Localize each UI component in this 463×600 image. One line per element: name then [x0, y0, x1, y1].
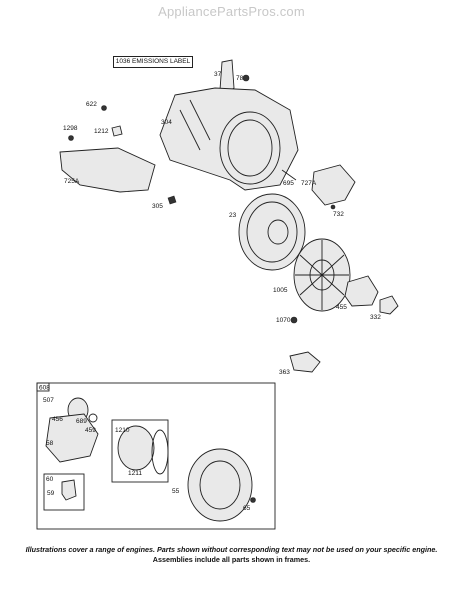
part-label-363: 363	[279, 369, 290, 376]
pulley-1210-part	[117, 425, 155, 471]
part-label-727a: 727A	[301, 180, 317, 187]
cup-455-part	[344, 275, 379, 307]
guard-727a-part	[311, 164, 356, 206]
part-label-58: 58	[46, 440, 54, 447]
starter-cup-58-part	[45, 413, 99, 463]
part-label-695: 695	[283, 180, 294, 187]
frame-608-tab	[36, 382, 50, 392]
spring-689-part	[88, 413, 98, 423]
part-label-55: 55	[172, 488, 180, 495]
emissions-label-box: 1036 EMISSIONS LABEL	[113, 56, 193, 68]
spring-1211-part	[151, 429, 169, 475]
screw-622-part	[101, 105, 107, 111]
part-label-732: 732	[333, 211, 344, 218]
part-label-59: 59	[47, 490, 55, 497]
fan-part	[293, 238, 351, 312]
watermark: AppliancePartsPros.com	[158, 4, 305, 19]
part-label-304: 304	[161, 119, 172, 126]
clip-1212-part	[111, 125, 123, 137]
blower-housing-part	[159, 87, 299, 191]
part-label-1210: 1210	[115, 427, 130, 434]
part-label-1212: 1212	[94, 128, 109, 135]
nut-332-part	[379, 295, 399, 315]
frame-label-60: 60	[46, 476, 54, 483]
part-label-65: 65	[243, 505, 251, 512]
frame-label-608: 608	[39, 385, 50, 392]
screw-695-part	[281, 169, 297, 181]
part-label-78: 78	[236, 75, 244, 82]
screw-65-part	[250, 497, 256, 503]
part-label-37: 37	[214, 71, 222, 78]
part-label-1298: 1298	[63, 125, 78, 132]
screw-1070-part	[290, 316, 298, 324]
part-label-725a: 725A	[64, 178, 80, 185]
part-label-1211: 1211	[128, 470, 142, 477]
frame-60	[43, 473, 85, 511]
handle-59-part	[61, 479, 77, 501]
shield-725a-part	[59, 147, 156, 193]
starter-housing-part	[187, 448, 253, 522]
part-label-622: 622	[86, 101, 97, 108]
footer-assemblies-note: Assemblies include all parts shown in fr…	[152, 555, 311, 564]
part-label-1070: 1070	[276, 317, 291, 324]
part-label-459: 459	[85, 427, 96, 434]
part-label-23: 23	[229, 212, 237, 219]
screw-305-part	[167, 195, 177, 205]
part-label-332: 332	[370, 314, 381, 321]
part-label-507: 507	[43, 397, 54, 404]
footer-disclaimer: Illustrations cover a range of engines. …	[25, 545, 438, 554]
screw-732-part	[330, 204, 336, 210]
part-label-305: 305	[152, 203, 163, 210]
part-label-456: 456	[52, 416, 63, 423]
frame-608	[36, 382, 276, 530]
part-label-1005: 1005	[273, 287, 288, 294]
bracket-363-part	[289, 351, 321, 373]
flywheel-part	[238, 193, 306, 271]
screw-1298-part	[68, 135, 74, 141]
part-label-689: 689	[76, 418, 87, 425]
part-label-455: 455	[336, 304, 347, 311]
